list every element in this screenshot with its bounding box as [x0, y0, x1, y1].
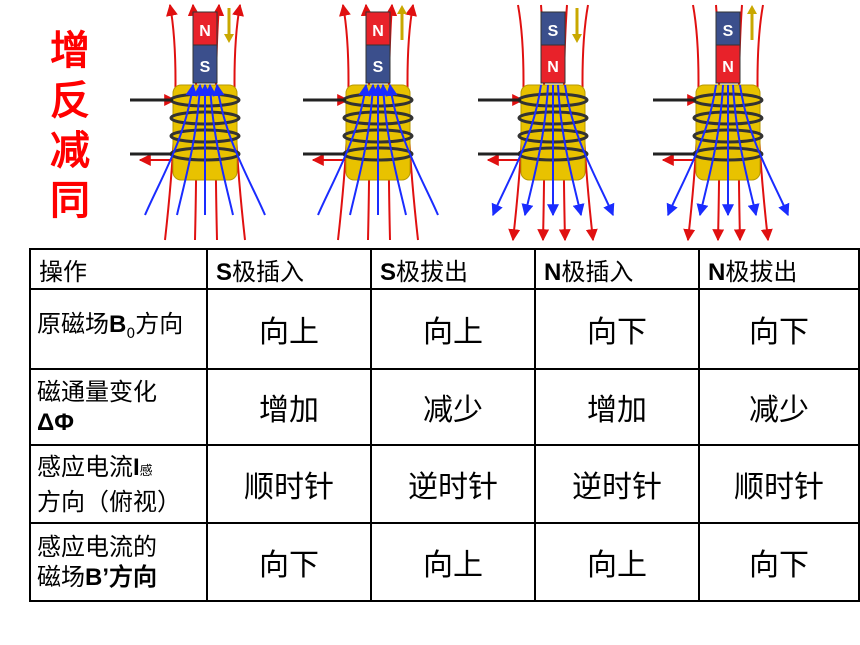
motto-char-3: 减 — [50, 128, 90, 174]
motion-arrow-head — [224, 34, 234, 43]
magnet-top-pole — [365, 11, 391, 46]
blue-field-line — [491, 84, 542, 217]
blue-field-line — [144, 83, 198, 216]
cell-r1-c3: 向下 — [534, 288, 700, 370]
bar-magnet: NS — [365, 11, 391, 84]
cell-r4-c1: 向下 — [206, 522, 372, 602]
cell-r2-c4: 减少 — [698, 368, 860, 446]
case-1: NS — [130, 3, 266, 241]
cell-r1-c2: 向上 — [370, 288, 536, 370]
blue-field-line — [176, 83, 206, 216]
case-4: SN — [653, 4, 790, 242]
magnet-top-label: S — [548, 23, 559, 40]
header-operation: 操作 — [29, 248, 208, 290]
header-col-3: N极插入 — [534, 248, 700, 290]
row-label-current-direction: 感应电流I感方向（俯视） — [29, 444, 208, 524]
table-row: 感应电流的磁场B’方向 向下 向上 向上 向下 — [29, 522, 860, 602]
blue-field-line — [349, 83, 379, 216]
cell-r4-c4: 向下 — [698, 522, 860, 602]
blue-field-line — [696, 84, 724, 217]
magnet-top-label: N — [199, 23, 211, 40]
cell-r3-c1: 顺时针 — [206, 444, 372, 524]
blue-field-line — [557, 84, 585, 217]
blue-field-line — [377, 83, 407, 216]
blue-field-line — [564, 84, 615, 217]
blue-field-line — [385, 83, 439, 216]
blue-field-line — [212, 83, 266, 216]
row-label-induced-field: 感应电流的磁场B’方向 — [29, 522, 208, 602]
cell-r3-c2: 逆时针 — [370, 444, 536, 524]
magnet-bottom-pole — [192, 44, 218, 84]
magnet-bottom-pole — [365, 44, 391, 84]
induced-field-lines — [666, 84, 790, 217]
cell-r2-c3: 增加 — [534, 368, 700, 446]
motto: 增 反 减 同 — [40, 26, 100, 226]
magnet-bottom-label: S — [373, 59, 384, 76]
blue-field-line — [666, 84, 717, 217]
magnet-bottom-label: N — [722, 59, 734, 76]
induced-field-lines — [317, 83, 439, 216]
case-2: NS — [303, 3, 439, 241]
blue-field-line — [317, 83, 371, 216]
cell-r2-c1: 增加 — [206, 368, 372, 446]
table-row: 原磁场B0方向 向上 向上 向下 向下 — [29, 288, 860, 370]
induced-field-lines — [491, 84, 615, 217]
header-col-4: N极拔出 — [698, 248, 860, 290]
header-col-1: S极插入 — [206, 248, 372, 290]
magnet-top-pole — [192, 11, 218, 46]
magnet-top-label: N — [372, 23, 384, 40]
bar-magnet: NS — [192, 11, 218, 84]
magnet-bottom-pole — [715, 44, 741, 84]
header-col-2: S极拔出 — [370, 248, 536, 290]
induction-table: 操作 S极插入 S极拔出 N极插入 N极拔出 原磁场B0方向 向上 向上 向下 … — [29, 248, 860, 602]
cell-r3-c3: 逆时针 — [534, 444, 700, 524]
table-header-row: 操作 S极插入 S极拔出 N极插入 N极拔出 — [29, 248, 860, 290]
cell-r4-c2: 向上 — [370, 522, 536, 602]
row-label-original-field: 原磁场B0方向 — [29, 288, 208, 370]
motion-arrow-head — [747, 5, 757, 14]
magnet-bottom-label: S — [200, 59, 211, 76]
motion-arrow-head — [572, 34, 582, 43]
table-row: 感应电流I感方向（俯视） 顺时针 逆时针 逆时针 顺时针 — [29, 444, 860, 524]
motto-char-2: 反 — [50, 78, 90, 124]
cell-r1-c4: 向下 — [698, 288, 860, 370]
blue-field-line — [739, 84, 790, 217]
cell-r1-c1: 向上 — [206, 288, 372, 370]
blue-field-line — [521, 84, 549, 217]
blue-field-line — [732, 84, 760, 217]
motion-arrow-head — [397, 5, 407, 14]
motto-char-1: 增 — [50, 28, 90, 74]
case-3: SN — [478, 4, 615, 242]
blue-field-line — [204, 83, 234, 216]
magnet-bottom-label: N — [547, 59, 559, 76]
bar-magnet: SN — [715, 11, 741, 84]
cell-r3-c4: 顺时针 — [698, 444, 860, 524]
induced-field-lines — [144, 83, 266, 216]
bar-magnet: SN — [540, 11, 566, 84]
cell-r2-c2: 减少 — [370, 368, 536, 446]
cell-r4-c3: 向上 — [534, 522, 700, 602]
magnet-top-label: S — [723, 23, 734, 40]
magnet-bottom-pole — [540, 44, 566, 84]
motto-char-4: 同 — [50, 178, 90, 224]
